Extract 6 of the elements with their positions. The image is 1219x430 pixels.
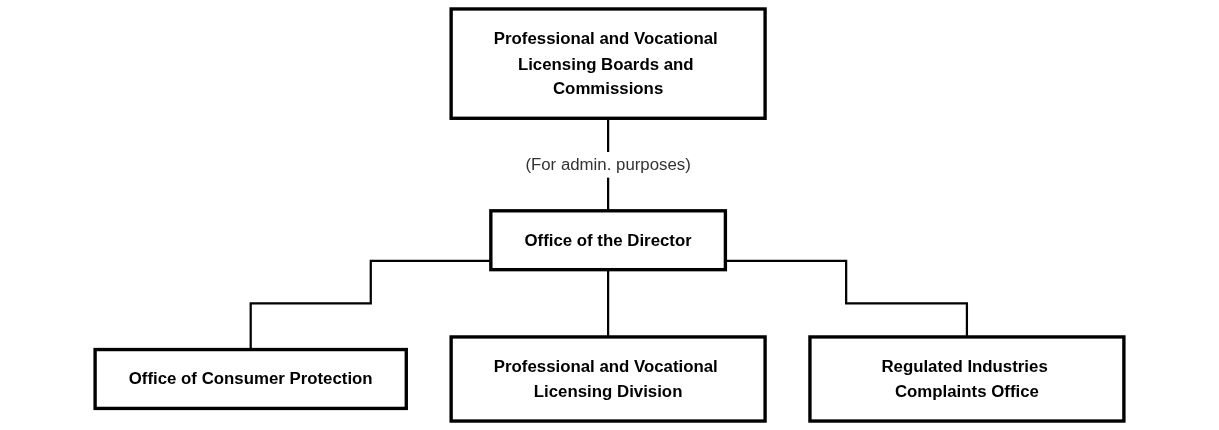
node-box: Professional and Vocational Licensing Boards and Commissions	[449, 7, 767, 120]
node-box: Regulated Industries Complaints Office	[808, 335, 1126, 423]
edge-label: (For admin. purposes)	[525, 154, 691, 174]
node-box: Office of Consumer Protection	[93, 347, 408, 411]
node-box: Office of the Director	[489, 209, 728, 272]
node-box: Professional and Vocational Licensing Division	[449, 335, 767, 423]
